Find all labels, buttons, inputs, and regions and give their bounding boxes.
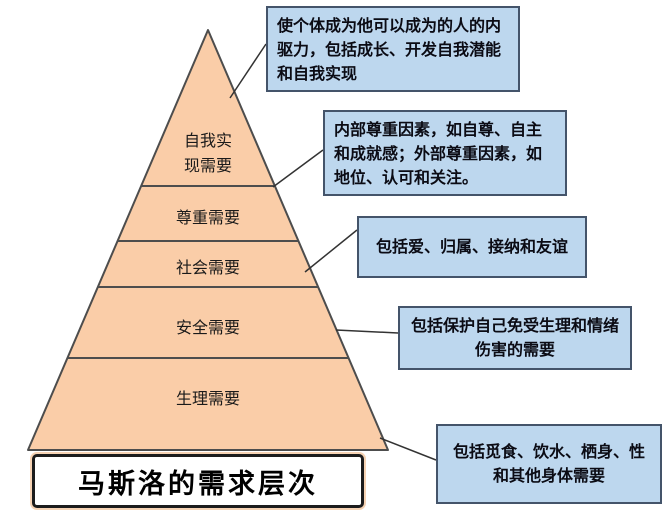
- callout-physiological: 包括觅食、饮水、栖身、性和其他身体需要: [436, 424, 662, 504]
- callout-safety-text: 包括保护自己免受生理和情绪伤害的需要: [410, 316, 619, 359]
- connector-line-3: [304, 229, 358, 273]
- connector-line-1: [229, 43, 267, 99]
- pyramid-level-esteem: 尊重需要: [175, 208, 240, 227]
- callout-esteem-text: 内部尊重因素，如自尊、自主和成就感；外部尊重因素，如地位、认可和关注。: [334, 120, 543, 187]
- callout-safety: 包括保护自己免受生理和情绪伤害的需要: [398, 306, 632, 370]
- pyramid-level-physiological: 生理需要: [175, 389, 240, 408]
- callout-physiological-text: 包括觅食、饮水、栖身、性和其他身体需要: [452, 442, 645, 485]
- diagram-title-box: 马斯洛的需求层次: [32, 454, 364, 508]
- pyramid-level-safety: 安全需要: [175, 318, 240, 337]
- callout-self-actualization: 使个体成为他可以成为的人的内驱力，包括成长、开发自我潜能和自我实现: [266, 6, 520, 92]
- callout-social-text: 包括爱、归属、接纳和友谊: [375, 237, 568, 256]
- diagram-title: 马斯洛的需求层次: [78, 468, 318, 500]
- connector-line-2: [272, 149, 324, 188]
- pyramid-level-self-actualization: 自我实现需要: [183, 131, 232, 175]
- callout-self-actualization-text: 使个体成为他可以成为的人的内驱力，包括成长、开发自我潜能和自我实现: [277, 16, 502, 83]
- pyramid-level-social: 社会需要: [175, 258, 240, 277]
- callout-social: 包括爱、归属、接纳和友谊: [357, 216, 587, 278]
- connector-line-4: [335, 329, 399, 334]
- callout-esteem: 内部尊重因素，如自尊、自主和成就感；外部尊重因素，如地位、认可和关注。: [323, 110, 567, 196]
- connector-line-5: [379, 437, 437, 461]
